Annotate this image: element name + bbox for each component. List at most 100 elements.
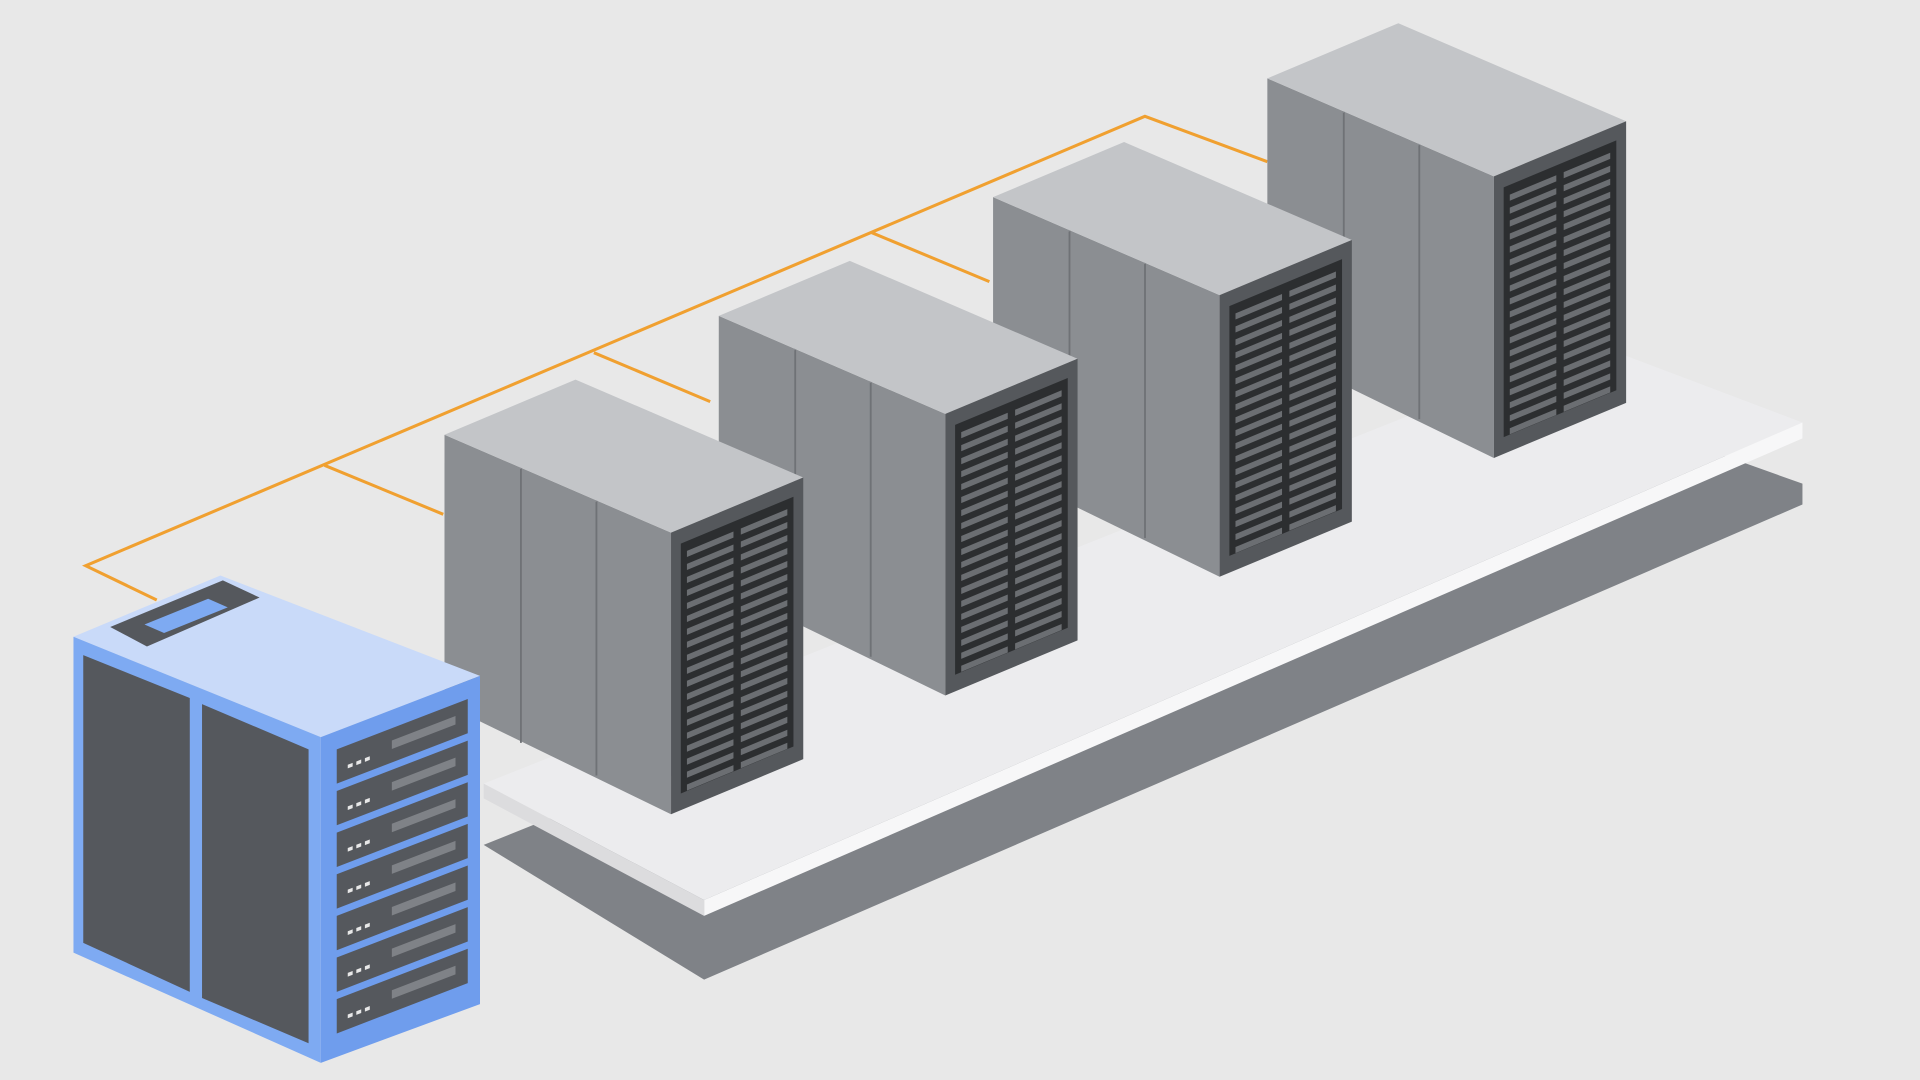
rack-vent-slat [1235, 488, 1283, 515]
rack-vent-slat [1289, 349, 1336, 375]
drive-led-icon [347, 846, 353, 852]
rack-vent-slat [740, 703, 788, 730]
drive-bay-slot [391, 840, 456, 874]
rack-vent-slat [686, 622, 734, 648]
rack-vent-slat [1509, 356, 1557, 383]
platform-edge [704, 422, 1803, 916]
rack-vent-slat [740, 716, 788, 743]
drive-led-icon [356, 1009, 362, 1015]
rack-vent-slat [1235, 293, 1283, 320]
rack-vent-slat [1235, 358, 1283, 385]
drive-led-icon [347, 929, 353, 935]
rack-vent-slat [1235, 332, 1283, 359]
drive-led-icon [356, 801, 362, 807]
rack-vent-slat [740, 664, 788, 691]
drive-led-icon [364, 964, 370, 970]
server-rack[interactable] [444, 379, 804, 815]
rack-vent-slat [1563, 360, 1611, 386]
rack-vent-slat [961, 633, 1008, 659]
rack-vent-slat [1563, 178, 1611, 205]
server-racks [444, 23, 1627, 815]
rack-vent-slat [1563, 334, 1611, 360]
rack-vent-slat [1015, 572, 1062, 598]
rack-vent-slat [686, 596, 734, 622]
rack-vent-slat [1563, 269, 1611, 296]
rack-vent-slat [1015, 546, 1062, 572]
rack-vent-slat [1289, 453, 1336, 479]
drive-led-icon [347, 762, 353, 769]
rack-vent-slat [1563, 191, 1611, 218]
rack-vent-slat [1509, 317, 1557, 344]
rack-top-face [993, 142, 1352, 296]
rack-vent-slat [961, 568, 1008, 595]
rack-vent-slat [1015, 481, 1062, 507]
drive-led-icon [364, 922, 370, 929]
rack-vent-slat [1289, 284, 1336, 311]
rack-vent-slat [740, 651, 788, 678]
rack-vent-slat [1235, 514, 1283, 541]
rack-vent-slat [1289, 401, 1336, 427]
drive-led-icon [356, 842, 362, 849]
rack-vent-slat [961, 529, 1008, 556]
rack-vent-slat [740, 690, 788, 717]
rack-vent-slat [1289, 297, 1336, 323]
rack-vent-slat [1289, 310, 1336, 336]
drive-led-icon [364, 756, 370, 762]
rack-vent-slat [740, 509, 788, 535]
rack-vent-slat [1289, 375, 1336, 401]
rack-vent-slat [961, 464, 1008, 491]
cable-branch-1 [323, 463, 444, 516]
rack-vent-slat [961, 516, 1008, 543]
server-left-panel-1 [83, 655, 190, 992]
rack-vent-slat [1289, 492, 1336, 518]
rack-vent-slat [1289, 479, 1336, 505]
rack-vent-slat [1015, 455, 1062, 481]
drive-led-icon [356, 967, 362, 974]
rack-vent-slat [1563, 243, 1611, 270]
rack-vent-slat [740, 612, 788, 639]
drive-bay-slot [391, 757, 456, 791]
rack-vent-slat [1235, 306, 1283, 333]
rack-vent-slat [1509, 369, 1557, 396]
rack-vent-slat [1235, 449, 1283, 476]
rack-vent-slat [961, 581, 1008, 607]
drive-led-icon [356, 926, 362, 932]
rack-vent-slat [1509, 343, 1557, 370]
blue-server-tower[interactable] [73, 575, 480, 1063]
rack-vent-slat [686, 700, 734, 726]
drive-led-icon [347, 1012, 353, 1019]
rack-vent-slat [1015, 403, 1062, 429]
rack-top-face [444, 379, 804, 533]
rack-vent-slat [1509, 266, 1557, 292]
platform [483, 342, 1803, 980]
server-rack[interactable] [718, 260, 1078, 696]
rack-vent-slat [1509, 175, 1557, 201]
rack-vent-slat [686, 609, 734, 635]
rack-vent-slat [1235, 410, 1283, 437]
rack-vent-slat [1015, 507, 1062, 533]
rack-vent-slat [740, 548, 788, 574]
rack-vent-slat [1563, 373, 1611, 399]
drive-bay-slot [391, 924, 456, 958]
rack-vent-slat [1015, 520, 1062, 546]
rack-vent-slat [1015, 494, 1062, 520]
rack-vent-slat [1509, 408, 1557, 435]
server-rack[interactable] [993, 142, 1352, 577]
rack-vent-slat [686, 739, 734, 765]
rack-vent-slat [686, 713, 734, 739]
rack-vent-slat [686, 648, 734, 674]
rack-vent-slat [961, 490, 1008, 517]
drive-led-icon [364, 1006, 370, 1012]
server-left-panel-2 [202, 704, 309, 1044]
rack-vent-slat [1289, 388, 1336, 414]
rack-vent-slat [1563, 282, 1611, 309]
rack-vent-slat [740, 573, 788, 600]
rack-vent-slat [1289, 362, 1336, 388]
server-top-display [144, 598, 228, 634]
drive-bay-slot [391, 715, 456, 750]
rack-vent-slat [686, 726, 734, 752]
drive-led-icon [364, 881, 370, 887]
rack-vent-slat [686, 570, 734, 596]
rack-vent-slat [1015, 429, 1062, 455]
server-drive-bays [336, 698, 468, 1034]
